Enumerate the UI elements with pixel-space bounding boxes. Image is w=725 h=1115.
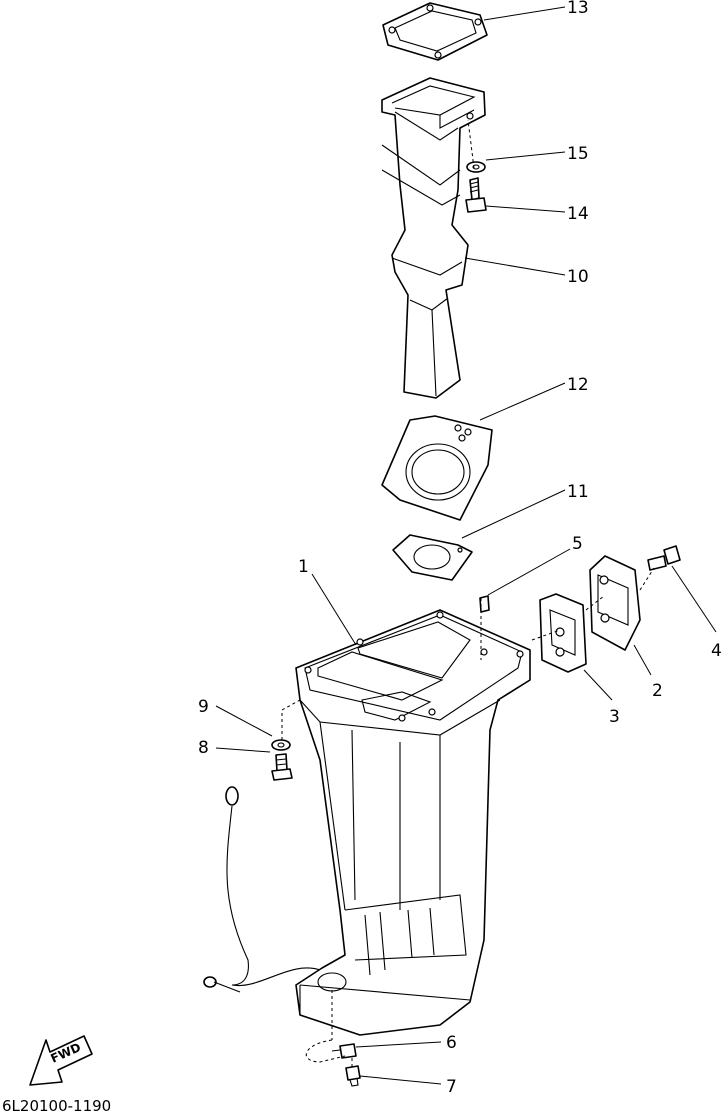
callout-13: 13 xyxy=(567,0,589,18)
part-4-bolt xyxy=(647,545,681,571)
callout-1: 1 xyxy=(298,557,309,577)
callout-6: 6 xyxy=(446,1033,457,1053)
callout-14: 14 xyxy=(567,204,589,224)
callout-12: 12 xyxy=(567,375,589,395)
callout-8: 8 xyxy=(198,738,209,758)
callout-4: 4 xyxy=(711,641,722,661)
part-11-gasket xyxy=(392,534,473,581)
callout-2: 2 xyxy=(652,681,663,701)
leader-lines xyxy=(215,6,717,1085)
callout-3: 3 xyxy=(609,707,620,727)
part-6-collar xyxy=(331,1043,357,1059)
part-1-upper-casing xyxy=(295,609,531,1036)
callout-11: 11 xyxy=(567,482,589,502)
callout-10: 10 xyxy=(567,267,589,287)
part-10-exhaust-pipe xyxy=(381,77,486,399)
part-13-gasket xyxy=(382,2,488,61)
callout-7: 7 xyxy=(446,1077,457,1097)
part-3-gasket xyxy=(539,593,587,673)
part-14-bolt xyxy=(465,177,487,213)
callout-15: 15 xyxy=(567,144,589,164)
part-5-dowel-pin xyxy=(479,595,490,613)
fwd-arrow-icon: FWD xyxy=(29,1035,93,1086)
part-9-washer xyxy=(271,739,291,751)
part-8-bolt xyxy=(271,753,293,781)
part-15-washer xyxy=(466,161,486,173)
callout-9: 9 xyxy=(198,697,209,717)
callout-5: 5 xyxy=(572,534,583,554)
part-7-screw xyxy=(345,1065,361,1087)
alignment-lines xyxy=(281,119,655,1068)
ground-wire xyxy=(203,786,321,993)
part-2-cover xyxy=(589,555,641,651)
part-12-plate xyxy=(381,415,493,521)
diagram-code: 6L20100-1190 xyxy=(2,1097,111,1115)
callout-labels: 13 15 14 10 12 11 5 1 4 2 3 9 8 6 7 xyxy=(198,0,722,1097)
